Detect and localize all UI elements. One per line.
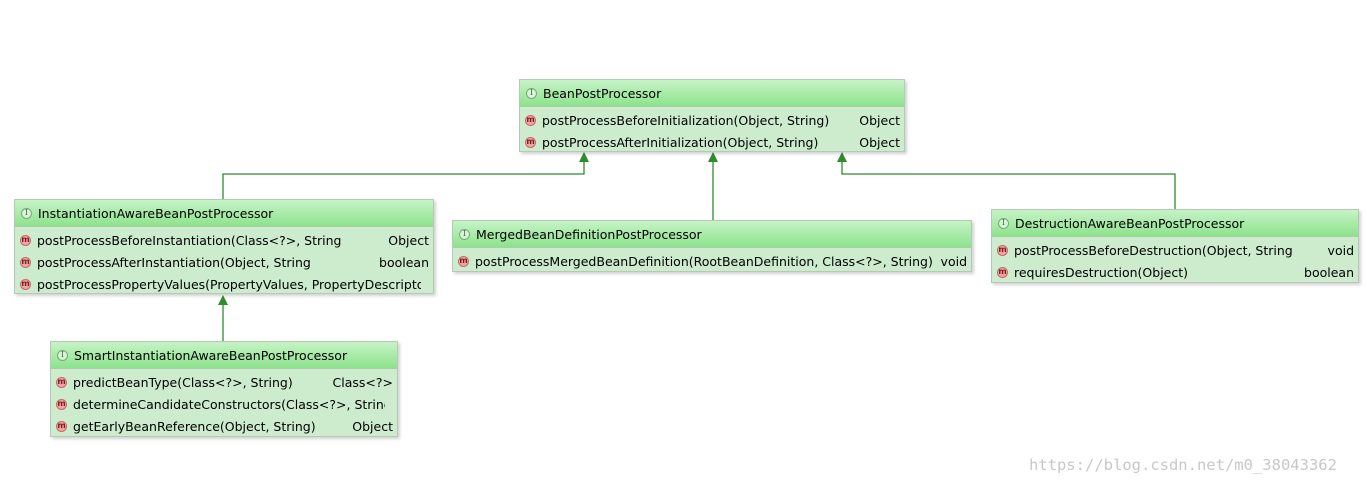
- arrowhead-root-right: [837, 152, 847, 162]
- interface-icon: I: [21, 207, 32, 219]
- arrowhead-instantiation: [218, 295, 228, 305]
- method-icon: m: [20, 234, 31, 246]
- bean-post-processor-header: I BeanPostProcessor: [520, 80, 904, 107]
- interface-icon: I: [57, 349, 68, 361]
- method-icon: m: [997, 244, 1008, 256]
- smart-instantiation-aware-header: I SmartInstantiationAwareBeanPostProcess…: [51, 342, 397, 369]
- method-return-type: Class<?>: [332, 374, 393, 390]
- method-icon: m: [20, 278, 31, 290]
- method-return-type: void: [940, 253, 967, 269]
- node-title: DestructionAwareBeanPostProcessor: [1015, 215, 1245, 231]
- interface-icon: I: [526, 87, 537, 99]
- destruction-aware-header: I DestructionAwareBeanPostProcessor: [992, 210, 1358, 237]
- method-icon: m: [56, 398, 67, 410]
- method-signature: predictBeanType(Class<?>, String): [73, 374, 293, 390]
- method-signature: getEarlyBeanReference(Object, String): [73, 418, 316, 434]
- method-return-type: Object: [859, 112, 900, 128]
- method-icon: m: [997, 266, 1008, 278]
- arrowhead-root-mid: [708, 152, 718, 162]
- method-return-type: Object: [388, 232, 429, 248]
- method-signature: postProcessAfterInitialization(Object, S…: [542, 134, 819, 150]
- method-row[interactable]: m postProcessBeforeInstantiation(Class<?…: [15, 229, 433, 251]
- method-row[interactable]: m postProcessMergedBeanDefinition(RootBe…: [453, 250, 971, 272]
- method-row[interactable]: m requiresDestruction(Object) boolean: [992, 261, 1358, 283]
- method-row[interactable]: m postProcessAfterInitialization(Object,…: [520, 131, 904, 153]
- method-row[interactable]: m postProcessAfterInstantiation(Object, …: [15, 251, 433, 273]
- method-row[interactable]: m postProcessBeforeDestruction(Object, S…: [992, 239, 1358, 261]
- bean-post-processor-box[interactable]: I BeanPostProcessor m postProcessBeforeI…: [519, 79, 905, 152]
- instantiation-aware-header: I InstantiationAwareBeanPostProcessor: [15, 200, 433, 227]
- method-row[interactable]: m predictBeanType(Class<?>, String) Clas…: [51, 371, 397, 393]
- method-signature: postProcessBeforeInitialization(Object, …: [542, 112, 830, 128]
- method-return-type: boolean: [1304, 264, 1354, 280]
- method-icon: m: [56, 420, 67, 432]
- method-signature: postProcessMergedBeanDefinition(RootBean…: [475, 253, 933, 269]
- node-title: MergedBeanDefinitionPostProcessor: [476, 226, 702, 242]
- method-row[interactable]: m postProcessPropertyValues(PropertyValu…: [15, 273, 433, 295]
- method-signature: postProcessAfterInstantiation(Object, St…: [37, 254, 311, 270]
- method-return-type: Object: [859, 134, 900, 150]
- method-row[interactable]: m getEarlyBeanReference(Object, String) …: [51, 415, 397, 437]
- edge-destruction-to-root: [841, 160, 1176, 209]
- edge-instantiation-to-root: [222, 160, 585, 199]
- smart-instantiation-aware-box[interactable]: I SmartInstantiationAwareBeanPostProcess…: [50, 341, 398, 437]
- method-signature: postProcessPropertyValues(PropertyValues…: [37, 276, 421, 292]
- interface-icon: I: [998, 217, 1009, 229]
- node-title: BeanPostProcessor: [543, 85, 662, 101]
- interface-icon: I: [459, 228, 470, 240]
- method-row[interactable]: m postProcessBeforeInitialization(Object…: [520, 109, 904, 131]
- method-signature: determineCandidateConstructors(Class<?>,…: [73, 396, 385, 412]
- method-return-type: boolean: [379, 254, 429, 270]
- node-title: SmartInstantiationAwareBeanPostProcessor: [74, 347, 348, 363]
- method-signature: postProcessBeforeInstantiation(Class<?>,…: [37, 232, 342, 248]
- merged-bean-definition-header: I MergedBeanDefinitionPostProcessor: [453, 221, 971, 248]
- method-icon: m: [525, 136, 536, 148]
- method-return-type: void: [1327, 242, 1354, 258]
- method-icon: m: [56, 376, 67, 388]
- merged-bean-definition-box[interactable]: I MergedBeanDefinitionPostProcessor m po…: [452, 220, 972, 272]
- destruction-aware-box[interactable]: I DestructionAwareBeanPostProcessor m po…: [991, 209, 1359, 283]
- method-icon: m: [20, 256, 31, 268]
- node-title: InstantiationAwareBeanPostProcessor: [38, 205, 274, 221]
- method-icon: m: [525, 114, 536, 126]
- method-return-type: Object: [352, 418, 393, 434]
- instantiation-aware-box[interactable]: I InstantiationAwareBeanPostProcessor m …: [14, 199, 434, 294]
- method-signature: requiresDestruction(Object): [1014, 264, 1189, 280]
- method-signature: postProcessBeforeDestruction(Object, Str…: [1014, 242, 1293, 258]
- method-row[interactable]: m determineCandidateConstructors(Class<?…: [51, 393, 397, 415]
- arrowhead-root-left: [579, 152, 589, 162]
- method-icon: m: [458, 255, 469, 267]
- watermark-url: https://blog.csdn.net/m0_38043362: [1029, 456, 1337, 474]
